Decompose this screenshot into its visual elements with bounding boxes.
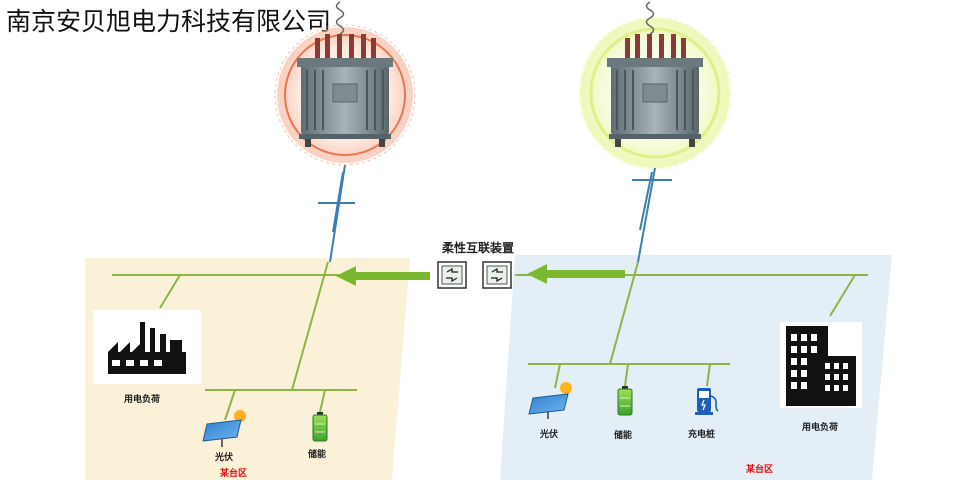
left-pv: 光伏 — [202, 410, 246, 463]
battery-icon — [617, 386, 633, 416]
right-load-label: 用电负荷 — [801, 421, 838, 433]
left-pv-label: 光伏 — [214, 451, 233, 463]
right-storage: 储能 — [614, 386, 633, 441]
right-building-load: 用电负荷 — [780, 322, 862, 433]
device-label: 柔性互联装置 — [441, 240, 514, 255]
flexible-interconnection-device: 柔性互联装置 — [437, 240, 514, 289]
page-title: 南京安贝旭电力科技有限公司 — [6, 7, 332, 36]
left-transformer — [274, 1, 416, 166]
ev-charger-icon — [695, 388, 719, 415]
left-factory-load: 用电负荷 — [93, 310, 201, 405]
right-transformer — [578, 1, 732, 170]
solar-panel-icon — [202, 410, 246, 447]
feed-lines — [318, 164, 672, 263]
battery-icon — [312, 412, 328, 442]
right-flow-arrow — [527, 264, 625, 284]
left-storage: 储能 — [308, 412, 328, 460]
factory-icon — [108, 322, 186, 374]
solar-panel-icon — [528, 382, 572, 419]
left-zone-label: 某台区 — [220, 467, 247, 479]
right-zone-label: 某台区 — [746, 463, 773, 475]
power-flow-arrows — [336, 264, 625, 286]
left-flow-arrow — [336, 266, 430, 286]
left-storage-label: 储能 — [308, 448, 326, 460]
right-charger-label: 充电桩 — [688, 428, 715, 440]
right-storage-label: 储能 — [614, 429, 632, 441]
converter-icon — [437, 261, 467, 289]
converter-icon — [482, 261, 512, 289]
transformer-icon — [296, 1, 394, 148]
right-pv-label: 光伏 — [539, 428, 558, 440]
right-zone-background — [500, 255, 892, 480]
left-load-label: 用电负荷 — [123, 393, 160, 405]
right-pv: 光伏 — [528, 382, 572, 440]
building-icon — [786, 326, 856, 406]
right-charger: 充电桩 — [688, 388, 719, 440]
